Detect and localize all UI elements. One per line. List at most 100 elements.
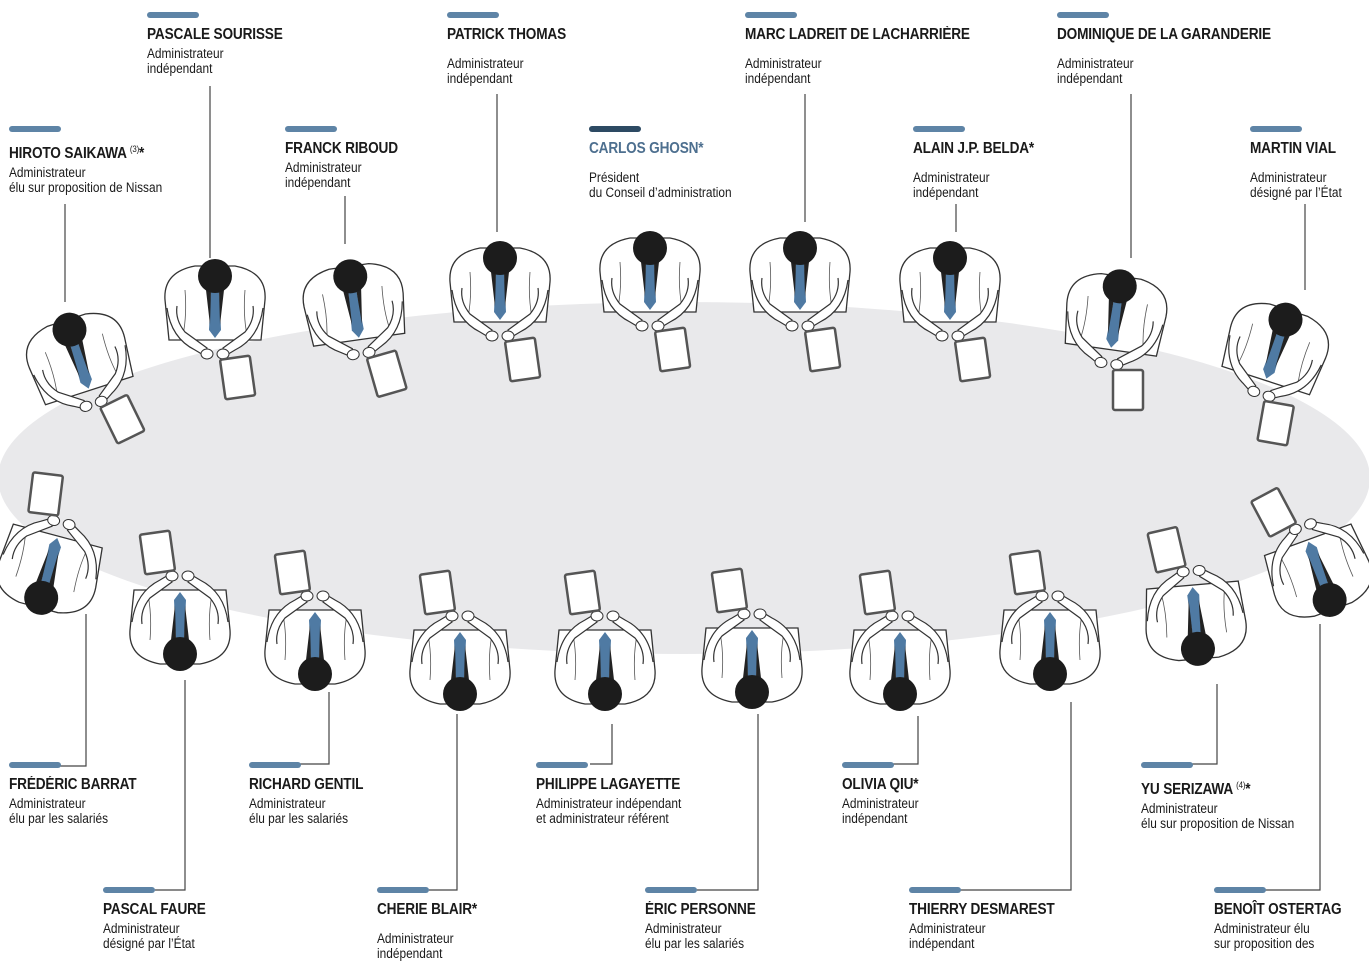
color-bar: [285, 126, 337, 132]
seated-figure-barrat: [0, 471, 103, 615]
color-bar: [9, 762, 61, 768]
head: [933, 241, 967, 275]
seated-figure-vial: [1221, 302, 1330, 447]
color-bar: [1250, 126, 1302, 132]
color-bar: [745, 12, 797, 18]
left-hand: [753, 608, 767, 620]
tie: [644, 262, 656, 310]
connector-faure: [155, 680, 186, 891]
member-name: RICHARD GENTIL: [249, 776, 364, 793]
tablet: [1146, 526, 1187, 574]
color-bar: [1057, 12, 1109, 18]
tie: [1263, 331, 1285, 379]
right-hand: [165, 570, 179, 582]
jacket-lapel: [343, 288, 363, 326]
member-name: PASCALE SOURISSE: [147, 26, 283, 43]
connector-barrat: [60, 614, 87, 767]
left-hand: [62, 518, 76, 531]
connector-personne: [697, 714, 759, 891]
seated-figure-serizawa: [1145, 526, 1247, 666]
member-name: PASCAL FAURE: [103, 901, 206, 918]
jacket-lapel: [491, 272, 509, 307]
head: [443, 677, 477, 711]
seated-figure-garanderie: [1064, 269, 1168, 412]
tablet: [563, 569, 602, 616]
left-hand: [635, 320, 649, 332]
head: [883, 677, 917, 711]
jacket-lapel: [1308, 552, 1334, 590]
jacket-lapel: [1265, 330, 1290, 368]
member-name: PATRICK THOMAS: [447, 26, 567, 43]
tablet: [418, 569, 457, 616]
tablet: [710, 567, 749, 614]
seated-figure-lacharriere: [749, 231, 851, 373]
head: [588, 677, 622, 711]
seated-figure-saikawa: [25, 312, 146, 445]
tablet: [858, 569, 897, 616]
tie: [494, 272, 506, 320]
head: [1268, 302, 1303, 337]
color-bar: [103, 887, 155, 893]
seated-figure-belda: [899, 241, 1001, 383]
left-hand: [200, 348, 214, 360]
tie: [40, 537, 61, 586]
tie: [1044, 612, 1056, 660]
jacket-lapel: [641, 262, 659, 297]
color-bar: [249, 762, 301, 768]
member-lacharriere: MARC LADREIT DE LACHARRIÈRE Administrate…: [745, 12, 1001, 86]
left-hand: [901, 610, 915, 622]
connector-gentil: [300, 692, 330, 765]
seated-figure-personne: [701, 567, 803, 709]
tie: [1106, 299, 1122, 348]
member-garanderie: DOMINIQUE DE LA GARANDERIE Administrateu…: [1057, 12, 1300, 86]
tablet: [503, 336, 542, 383]
tie: [1187, 587, 1201, 636]
head: [24, 580, 59, 615]
color-bar: [842, 762, 894, 768]
left-hand: [935, 330, 949, 342]
color-bar: [645, 887, 697, 893]
color-bar: [1141, 762, 1193, 768]
connector-ostertag: [1265, 624, 1321, 891]
tie: [944, 272, 956, 320]
connector-lines: [60, 86, 1321, 891]
head: [483, 241, 517, 275]
seated-figure-blair: [409, 569, 511, 711]
color-bar: [909, 887, 961, 893]
color-bar: [589, 126, 641, 132]
head: [163, 637, 197, 671]
seated-figure-thomas: [449, 241, 551, 383]
head: [1312, 582, 1347, 617]
tie: [1305, 541, 1329, 589]
jacket-lapel: [1041, 625, 1059, 660]
jacket-lapel: [743, 643, 761, 678]
left-hand: [316, 590, 330, 602]
jacket-lapel: [791, 262, 809, 297]
member-name: THIERRY DESMAREST: [909, 901, 1055, 918]
head: [198, 259, 232, 293]
color-bar: [147, 12, 199, 18]
seated-figure-lagayette: [554, 569, 656, 711]
right-hand: [445, 610, 459, 622]
color-bar: [9, 126, 61, 132]
people-layer: [0, 231, 1369, 711]
connector-qiu: [893, 716, 919, 765]
tie: [746, 630, 758, 678]
member-lagayette: PHILIPPE LAGAYETTE Administrateur indépe…: [536, 762, 701, 826]
jacket-lapel: [1107, 298, 1127, 336]
tie: [174, 592, 186, 640]
member-name: ALAIN J.P. BELDA*: [913, 140, 1035, 157]
